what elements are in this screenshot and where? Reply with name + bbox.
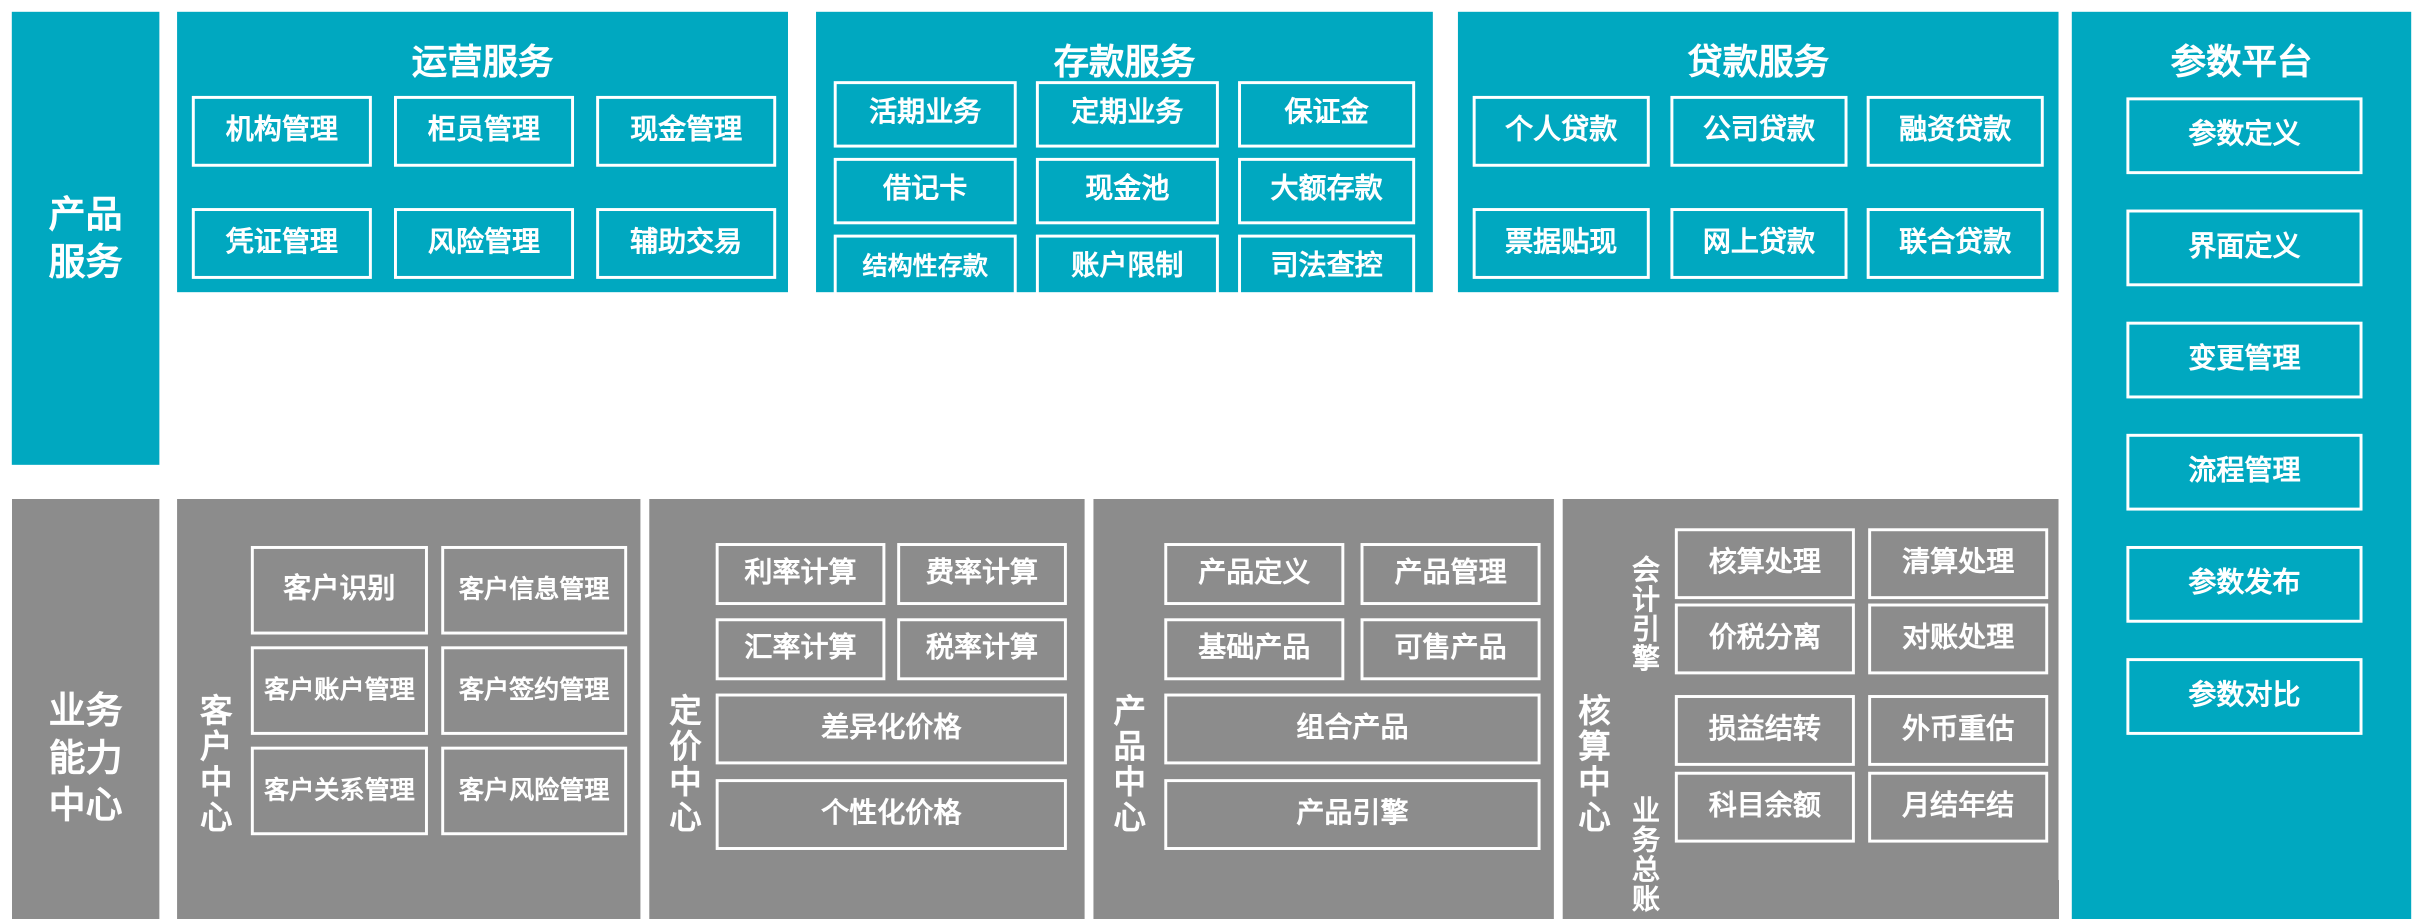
product-label-line2: 服务: [48, 241, 123, 283]
item-differentiated-price[interactable]: 差异化价格: [715, 693, 1067, 765]
capability-label-line2: 能力: [48, 737, 123, 780]
panel-deposit-service: 存款服务 活期业务 定期业务 保证金 借记卡 现金池 大额存款 结构性存款 账户…: [816, 11, 1433, 302]
panel-title-loan-service: 贷款服务: [1687, 42, 1830, 83]
band-label-business-capability: 业务 能力 中心: [11, 498, 160, 919]
vlabel-business-ledger: 业务总账: [1627, 794, 1659, 913]
item-financing-loan[interactable]: 融资贷款: [1866, 95, 2044, 167]
item-product-definition[interactable]: 产品定义: [1164, 543, 1345, 606]
panel-parameter-platform: 参数平台 参数定义 界面定义 变更管理 流程管理 参数发布 参数对比: [2071, 11, 2412, 919]
item-voucher-management[interactable]: 凭证管理: [191, 208, 372, 279]
item-settlement-processing[interactable]: 清算处理: [1868, 528, 2049, 600]
item-demand-business[interactable]: 活期业务: [833, 81, 1017, 148]
panel-pricing-center: 定价中心 利率计算 费率计算 汇率计算 税率计算 差异化价格 个性化价格: [649, 498, 1085, 919]
item-fee-rate-calc[interactable]: 费率计算: [897, 543, 1067, 606]
item-time-business[interactable]: 定期业务: [1035, 81, 1219, 148]
item-debit-card[interactable]: 借记卡: [833, 157, 1017, 225]
vlabel-product-center: 产品中心: [1109, 693, 1146, 836]
item-account-balance[interactable]: 科目余额: [1674, 771, 1855, 843]
item-customer-identification[interactable]: 客户识别: [250, 545, 428, 635]
item-basic-product[interactable]: 基础产品: [1164, 618, 1345, 681]
item-customer-contract-mgmt[interactable]: 客户签约管理: [441, 646, 628, 735]
item-interface-definition[interactable]: 界面定义: [2126, 209, 2363, 287]
capability-label-line1: 业务: [48, 690, 123, 732]
panel-title-operation-service: 运营服务: [411, 42, 554, 83]
item-product-engine[interactable]: 产品引擎: [1164, 779, 1541, 850]
item-structured-deposit[interactable]: 结构性存款: [833, 234, 1017, 302]
item-large-deposit[interactable]: 大额存款: [1238, 157, 1416, 225]
item-sellable-product[interactable]: 可售产品: [1360, 618, 1541, 681]
item-cash-pool[interactable]: 现金池: [1035, 157, 1219, 225]
panel-operation-service: 运营服务 机构管理 柜员管理 现金管理 凭证管理 风险管理 辅助交易: [177, 11, 788, 293]
item-combined-product[interactable]: 组合产品: [1164, 693, 1541, 765]
vlabel-accounting-center: 核算中心: [1573, 693, 1611, 836]
item-exchange-rate-calc[interactable]: 汇率计算: [715, 618, 886, 681]
item-foreign-currency-revaluation[interactable]: 外币重估: [1868, 695, 2049, 766]
item-parameter-publish[interactable]: 参数发布: [2126, 545, 2363, 623]
product-label-line1: 产品: [48, 194, 123, 236]
item-cash-management[interactable]: 现金管理: [596, 95, 777, 167]
item-margin-deposit[interactable]: 保证金: [1238, 81, 1416, 148]
panel-loan-service: 贷款服务 个人贷款 公司贷款 融资贷款 票据贴现 网上贷款 联合贷款: [1457, 11, 2059, 293]
item-process-management[interactable]: 流程管理: [2126, 433, 2363, 511]
item-reconciliation[interactable]: 对账处理: [1868, 603, 2049, 675]
item-customer-risk-mgmt[interactable]: 客户风险管理: [441, 746, 628, 836]
item-product-management[interactable]: 产品管理: [1360, 543, 1541, 606]
item-judicial-control[interactable]: 司法查控: [1238, 234, 1416, 302]
item-corporate-loan[interactable]: 公司贷款: [1670, 95, 1848, 167]
item-parameter-definition[interactable]: 参数定义: [2126, 97, 2363, 175]
item-auxiliary-transaction[interactable]: 辅助交易: [596, 208, 777, 279]
item-org-management[interactable]: 机构管理: [191, 95, 372, 167]
item-customer-relation-mgmt[interactable]: 客户关系管理: [250, 746, 428, 836]
item-accounting-processing[interactable]: 核算处理: [1674, 528, 1855, 600]
panel-title-parameter-platform: 参数平台: [2170, 42, 2313, 83]
item-month-year-end-closing[interactable]: 月结年结: [1868, 771, 2049, 843]
item-customer-info-mgmt[interactable]: 客户信息管理: [441, 545, 628, 635]
item-tax-rate-calc[interactable]: 税率计算: [897, 618, 1067, 681]
item-parameter-compare[interactable]: 参数对比: [2126, 658, 2363, 735]
item-joint-loan[interactable]: 联合贷款: [1866, 208, 2044, 279]
item-price-tax-separation[interactable]: 价税分离: [1674, 603, 1855, 675]
item-interest-rate-calc[interactable]: 利率计算: [715, 543, 886, 606]
panel-customer-center: 客户中心 客户识别 客户信息管理 客户账户管理 客户签约管理 客户关系管理 客户…: [177, 498, 641, 919]
panel-title-deposit-service: 存款服务: [1053, 42, 1196, 83]
item-change-management[interactable]: 变更管理: [2126, 321, 2363, 399]
vlabel-accounting-engine: 会计引擎: [1627, 554, 1659, 673]
item-personalized-price[interactable]: 个性化价格: [715, 779, 1067, 850]
vlabel-pricing-center: 定价中心: [664, 693, 702, 836]
panel-product-center: 产品中心 产品定义 产品管理 基础产品 可售产品 组合产品 产品引擎: [1093, 498, 1554, 919]
band-label-product-service: 产品 服务: [11, 11, 160, 465]
vlabel-customer-center: 客户中心: [195, 693, 233, 836]
item-personal-loan[interactable]: 个人贷款: [1472, 95, 1650, 167]
item-profit-loss-carryover[interactable]: 损益结转: [1674, 695, 1855, 766]
capability-label-line3: 中心: [48, 785, 123, 827]
item-teller-management[interactable]: 柜员管理: [393, 95, 575, 167]
item-account-restriction[interactable]: 账户限制: [1035, 234, 1219, 302]
item-customer-account-mgmt[interactable]: 客户账户管理: [250, 646, 428, 735]
panel-accounting-center: 核算中心 会计引擎 业务总账 核算处理 清算处理 价税分离 对账处理 损益结转 …: [1562, 498, 2059, 919]
item-risk-management[interactable]: 风险管理: [393, 208, 575, 279]
item-online-loan[interactable]: 网上贷款: [1670, 208, 1848, 279]
item-bill-discount[interactable]: 票据贴现: [1472, 208, 1650, 279]
